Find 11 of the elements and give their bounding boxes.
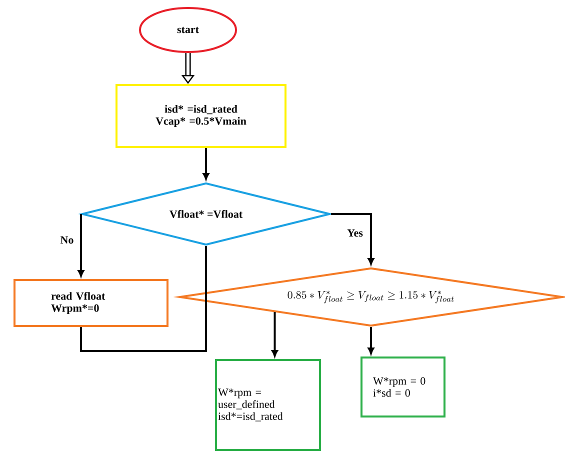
arrow — [368, 327, 374, 354]
process-box: W*rpm = 0 i*sd = 0 — [360, 356, 446, 418]
process-box: isd* =isd_rated Vcap* =0.5*Vmain — [116, 84, 286, 148]
arrow — [272, 312, 278, 357]
arrow — [202, 148, 210, 180]
edge-label: Yes — [346, 228, 364, 238]
arrow — [78, 214, 84, 277]
edge-label: No — [59, 235, 75, 245]
arrow — [331, 213, 374, 265]
process-box: W*rpm = user_defined isd*=isd_rated — [215, 359, 321, 451]
process-box: read Vfloat Wrpm*=0 — [14, 279, 168, 327]
